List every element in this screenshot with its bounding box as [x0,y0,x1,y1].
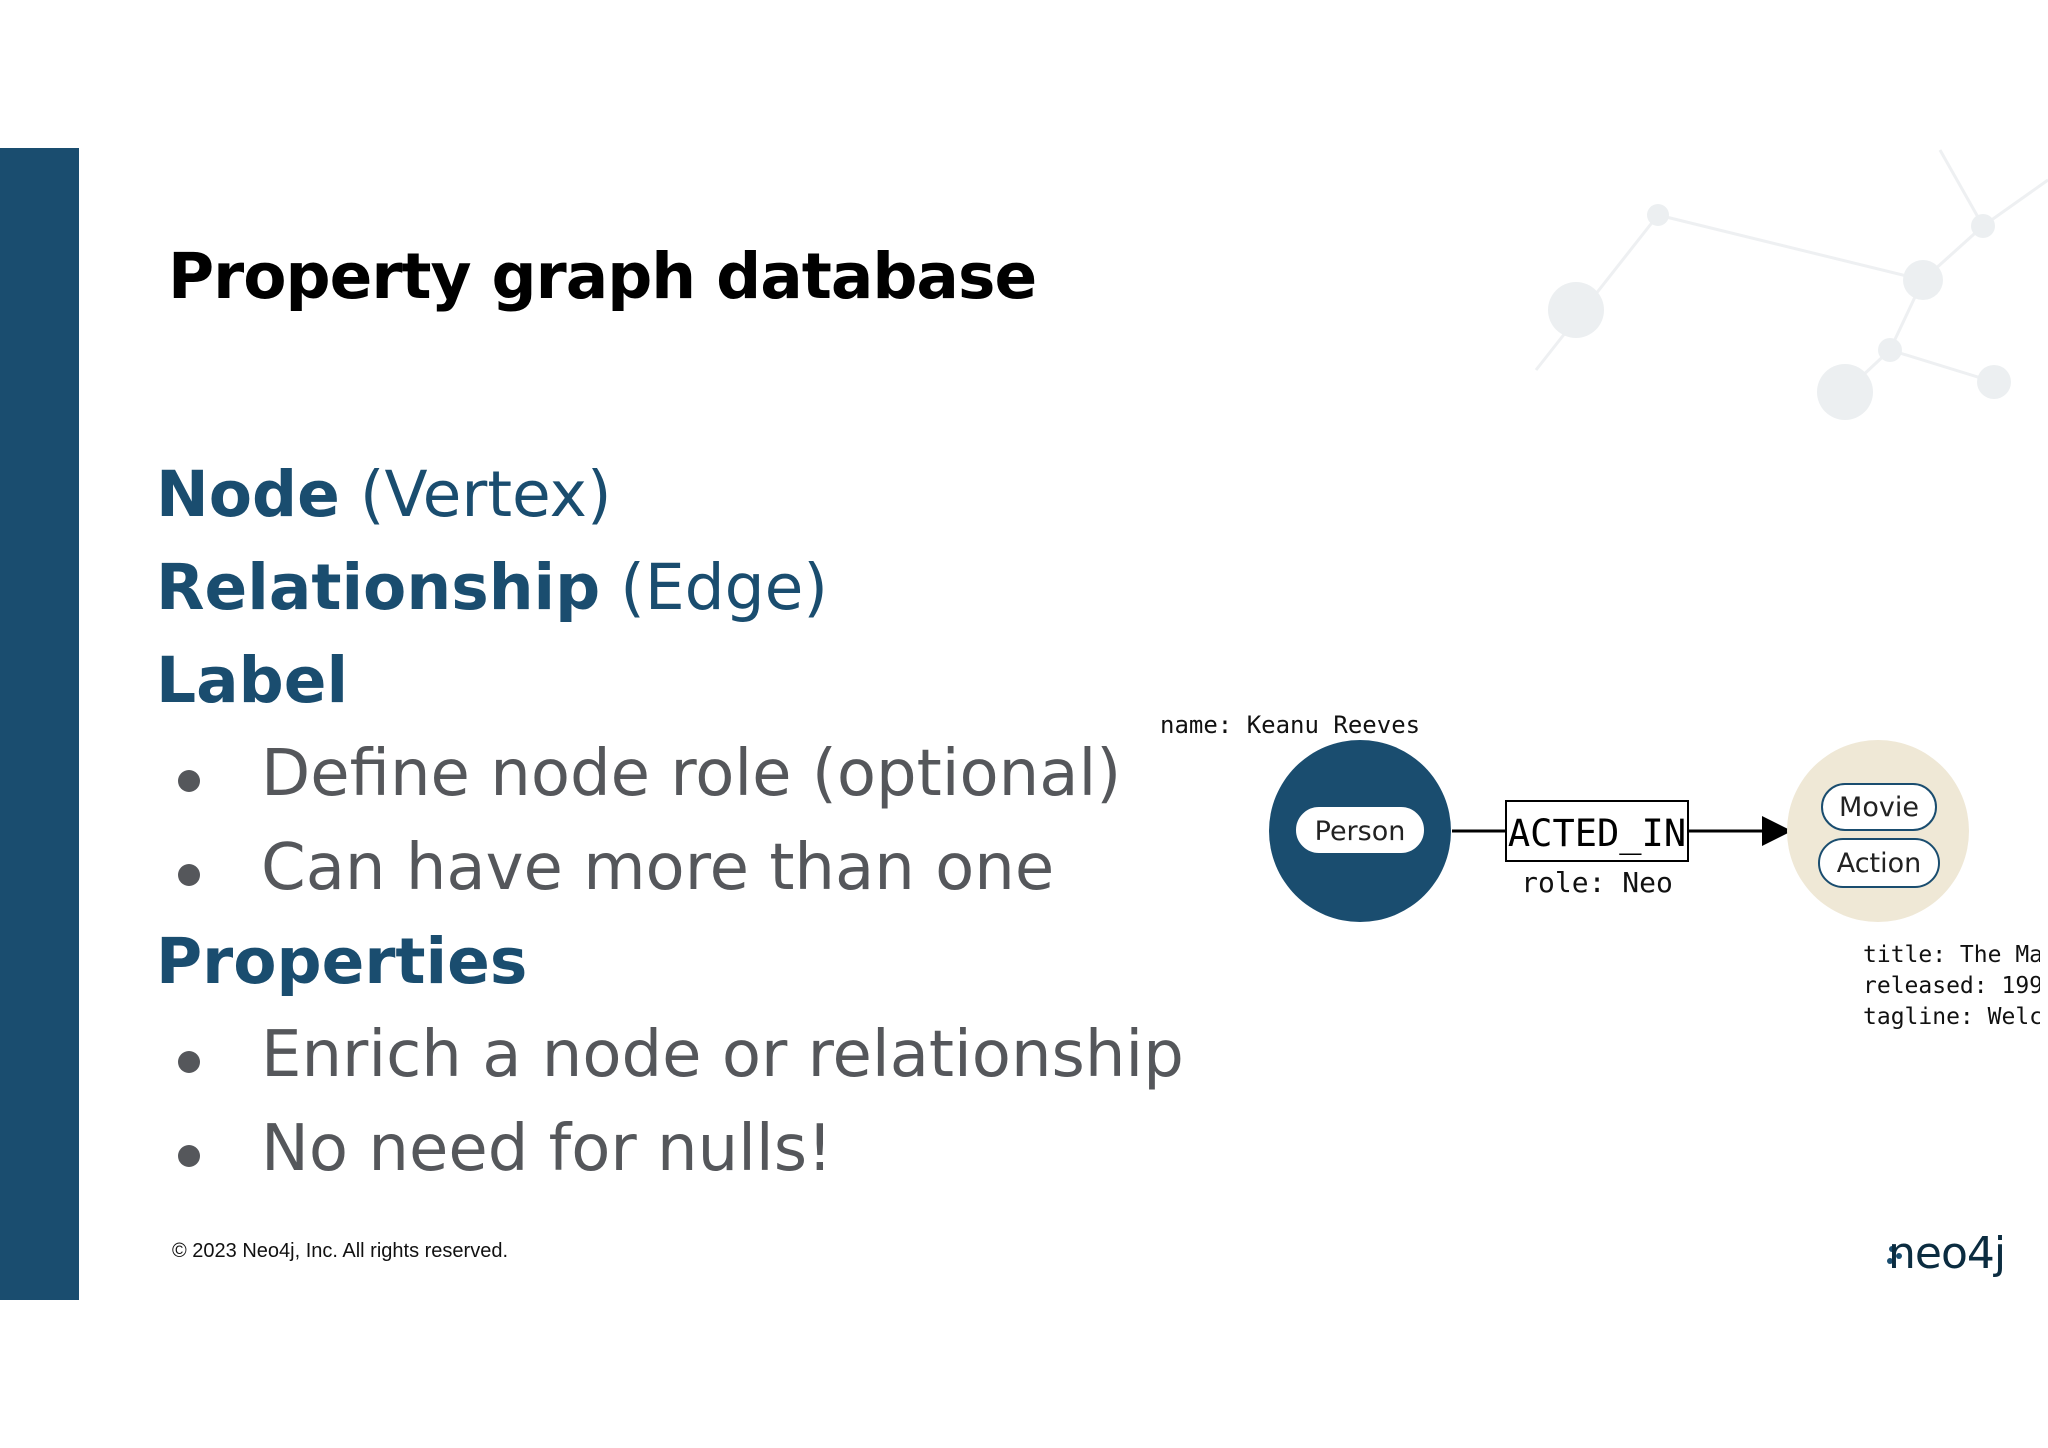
term-label: Label [156,634,828,727]
brand-side-bar [0,148,79,1300]
term-node-name: Node [156,458,340,531]
property-graph-diagram: name: Keanu Reeves Person ACTED_IN role:… [1160,711,2040,1030]
bullet-dot [178,1145,200,1167]
slide-title: Property graph database [168,240,1037,313]
copyright-footer: © 2023 Neo4j, Inc. All rights reserved. [172,1240,509,1262]
list-item: Enrich a node or relationship [156,1008,1184,1102]
person-label-pill [1294,805,1426,855]
term-relationship-alias: (Edge) [620,551,828,624]
term-properties: Properties [156,915,828,1008]
bullet-text: Enrich a node or relationship [261,1018,1184,1092]
bullet-dot [178,864,200,886]
term-properties-name: Properties [156,925,528,998]
neo4j-logo-mark-icon [1887,1246,1902,1264]
term-relationship-name: Relationship [156,551,601,624]
relationship-property: role: Neo [1521,866,1673,899]
list-item: Can have more than one [156,821,1054,915]
list-item: No need for nulls! [156,1102,833,1196]
content-list: Node (Vertex) Relationship (Edge) Label … [156,448,1184,1196]
term-node-alias: (Vertex) [359,458,612,531]
term-label-name: Label [156,644,349,717]
movie-label-pill [1821,783,1937,831]
term-relationship: Relationship (Edge) [156,541,828,634]
movie-property: tagline: Welcome… [1863,1004,2040,1030]
bullet-dot [178,770,200,792]
bullet-text: Can have more than one [261,831,1055,905]
action-label: Action [1837,848,1922,879]
action-label-pill [1818,838,1940,888]
list-item: Define node role (optional) [156,727,1121,821]
term-node: Node (Vertex) [156,448,828,541]
person-property: name: Keanu Reeves [1160,711,1420,739]
relationship-type: ACTED_IN [1508,812,1686,856]
movie-property: title: The Matrix [1863,942,2040,968]
graph-network-decoration [1534,149,2048,420]
neo4j-logo: neo4j [1888,1228,2006,1279]
bullet-text: Define node role (optional) [261,737,1122,811]
movie-property: released: 1999 [1863,973,2040,999]
movie-label: Movie [1839,792,1919,823]
person-label: Person [1315,816,1406,847]
bullet-dot [178,1051,200,1073]
bullet-text: No need for nulls! [261,1112,833,1186]
relationship-type-box [1505,800,1689,862]
